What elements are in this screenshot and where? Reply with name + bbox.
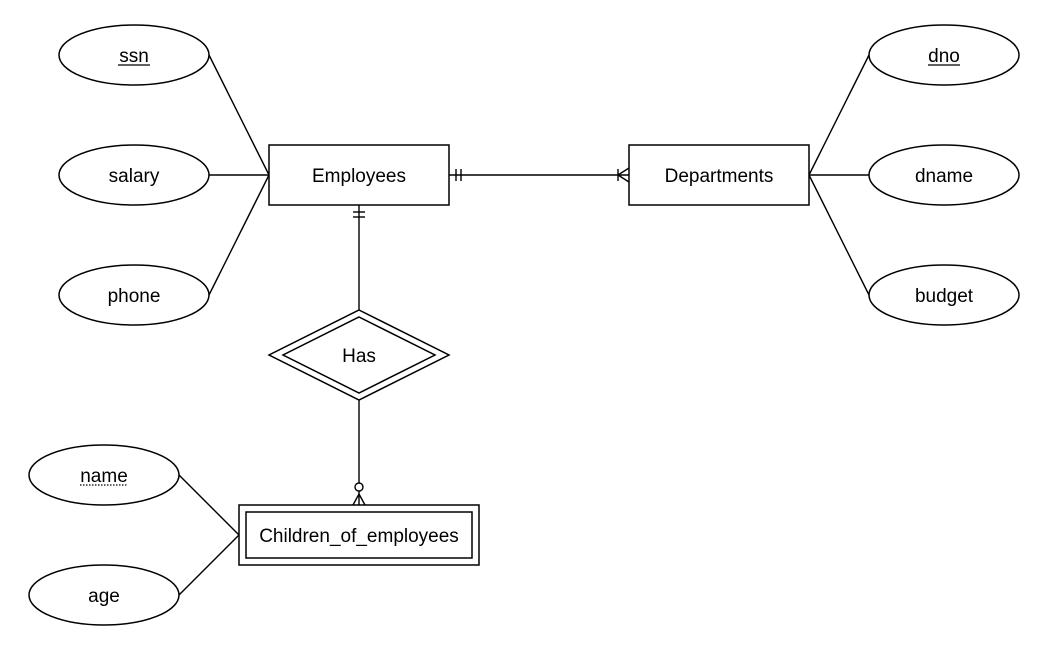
attribute-ssn[interactable]: ssn (58, 24, 210, 86)
relationship-has-inner-diamond (281, 316, 437, 394)
crow-foot-left (352, 493, 360, 506)
link-phone-employees (208, 174, 270, 296)
attribute-salary[interactable]: salary (58, 144, 210, 206)
cardinality-zero-circle (354, 482, 364, 492)
attribute-dname-label: dname (915, 166, 973, 187)
crow-foot-lower (617, 174, 630, 183)
edge-employees-has (353, 205, 365, 310)
attribute-phone[interactable]: phone (58, 264, 210, 326)
attribute-name-label: name (80, 466, 128, 487)
attribute-salary-ellipse (58, 144, 210, 206)
attribute-age[interactable]: age (28, 564, 180, 626)
attribute-dno[interactable]: dno (868, 24, 1020, 86)
children-attribute-links (178, 474, 240, 596)
link-budget-departments (808, 174, 870, 296)
attribute-salary-label: salary (109, 166, 160, 187)
attribute-dname-ellipse (868, 144, 1020, 206)
link-name-children (178, 474, 240, 536)
attribute-budget[interactable]: budget (868, 264, 1020, 326)
attribute-ssn-label: ssn (119, 46, 149, 67)
relationship-has-label: Has (342, 346, 376, 367)
edge-has-children (352, 400, 366, 506)
entity-departments-box (628, 144, 810, 206)
attribute-name-ellipse (28, 444, 180, 506)
departments-attribute-links (808, 54, 870, 296)
attribute-dno-ellipse (868, 24, 1020, 86)
attribute-dname[interactable]: dname (868, 144, 1020, 206)
entity-departments-label: Departments (665, 166, 774, 187)
edge-employees-departments (449, 167, 630, 183)
link-ssn-employees (208, 54, 270, 176)
entity-children-of-employees[interactable]: Children_of_employees (238, 504, 480, 566)
entity-employees-box (268, 144, 450, 206)
weak-entity-inner-box (245, 511, 473, 559)
attribute-dno-label: dno (928, 46, 960, 67)
entity-departments[interactable]: Departments (628, 144, 810, 206)
attribute-ssn-ellipse (58, 24, 210, 86)
attribute-age-label: age (88, 586, 120, 607)
employees-attribute-links (208, 54, 270, 296)
relationship-has[interactable]: Has (267, 309, 451, 401)
entity-children-label: Children_of_employees (259, 526, 459, 547)
attribute-age-ellipse (28, 564, 180, 626)
attribute-name[interactable]: name (28, 444, 180, 506)
attribute-phone-label: phone (108, 286, 161, 307)
link-age-children (178, 534, 240, 596)
link-dno-departments (808, 54, 870, 176)
attribute-phone-ellipse (58, 264, 210, 326)
entity-employees-label: Employees (312, 166, 406, 187)
entity-employees[interactable]: Employees (268, 144, 450, 206)
crow-foot-right (358, 493, 366, 506)
attribute-budget-label: budget (915, 286, 974, 307)
crow-foot-upper (617, 167, 630, 176)
attribute-budget-ellipse (868, 264, 1020, 326)
